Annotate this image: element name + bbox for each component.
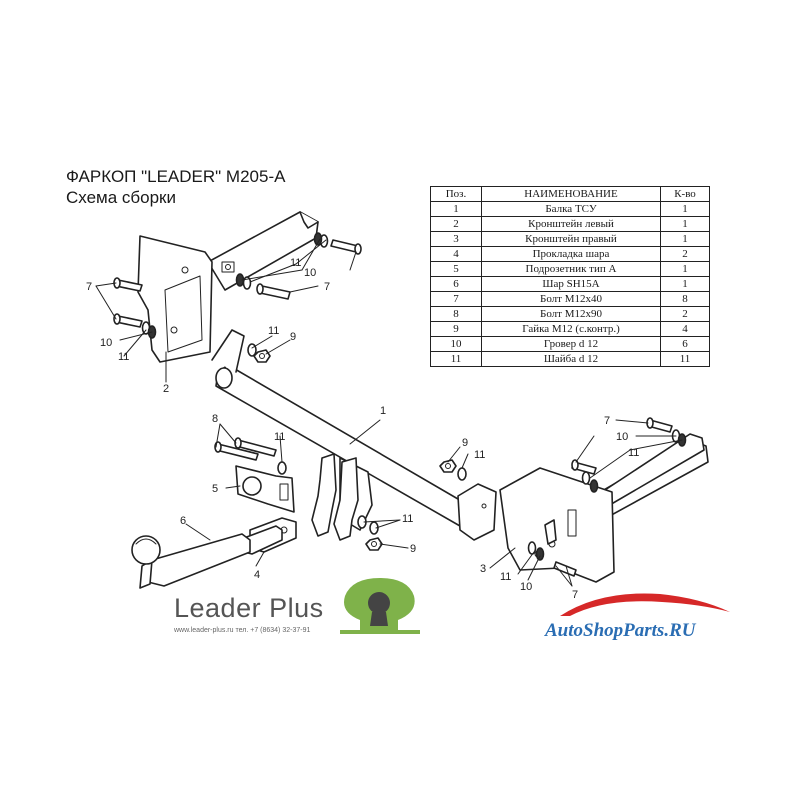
callout-11e: 11 (474, 449, 485, 461)
callout-labels: 1 2 3 4 5 6 7 7 7 7 8 9 9 9 10 10 10 10 … (86, 257, 639, 601)
parts-cell-pos: 11 (430, 351, 482, 367)
left-fasteners (113, 232, 362, 363)
title-line1: ФАРКОП "LEADER" M205-A (66, 167, 286, 186)
parts-cell-name: Кронштейн правый (481, 231, 661, 247)
center-fasteners (357, 459, 467, 551)
callout-4: 4 (254, 569, 260, 581)
callout-9c: 9 (410, 543, 416, 555)
title-line2: Схема сборки (66, 188, 176, 207)
callout-7b: 7 (324, 281, 330, 293)
callout-7d: 7 (572, 589, 578, 601)
right-fasteners (527, 417, 687, 577)
socket-plate (235, 465, 295, 513)
callout-10d: 10 (520, 581, 532, 593)
brand-name: Leader Plus (174, 593, 324, 623)
callout-11a: 11 (290, 257, 301, 269)
callout-10c: 10 (616, 431, 628, 443)
callout-11c: 11 (268, 325, 279, 337)
diagram-title: ФАРКОП "LEADER" M205-A Схема сборки (66, 166, 285, 208)
callout-11d: 11 (274, 431, 285, 443)
callout-3: 3 (480, 563, 486, 575)
callout-9b: 9 (462, 437, 468, 449)
right-bracket (499, 433, 709, 583)
parts-cell-name: Шайба d 12 (481, 351, 661, 367)
bolts-8 (214, 437, 287, 475)
left-bracket (137, 211, 319, 363)
leader-plus-logo-icon (340, 578, 420, 634)
callout-6: 6 (180, 515, 186, 527)
parts-cell-name: Болт М12x40 (481, 291, 661, 307)
callout-8: 8 (212, 413, 218, 425)
parts-cell-name: Болт М12x90 (481, 306, 661, 322)
brand-contacts: www.leader-plus.ru тел. +7 (8634) 32-37-… (174, 627, 311, 634)
ball-spacers (243, 517, 297, 555)
callout-9a: 9 (290, 331, 296, 343)
towball (131, 533, 251, 589)
callout-7c: 7 (604, 415, 610, 427)
callout-7a: 7 (86, 281, 92, 293)
beam-mount-plates (311, 453, 359, 541)
callout-5: 5 (212, 483, 218, 495)
callout-10b: 10 (100, 337, 112, 349)
car-swoosh-icon (560, 593, 730, 616)
callout-11h: 11 (500, 571, 511, 583)
leader-lines (95, 238, 683, 587)
callout-11f: 11 (402, 513, 413, 525)
watermark-text: AutoShopParts.RU (545, 620, 696, 641)
parts-cell-qty: 11 (660, 351, 710, 367)
callout-1: 1 (380, 405, 386, 417)
callout-10a: 10 (304, 267, 316, 279)
callout-2: 2 (163, 383, 169, 395)
callout-11b: 11 (118, 351, 129, 363)
callout-11g: 11 (628, 447, 639, 459)
